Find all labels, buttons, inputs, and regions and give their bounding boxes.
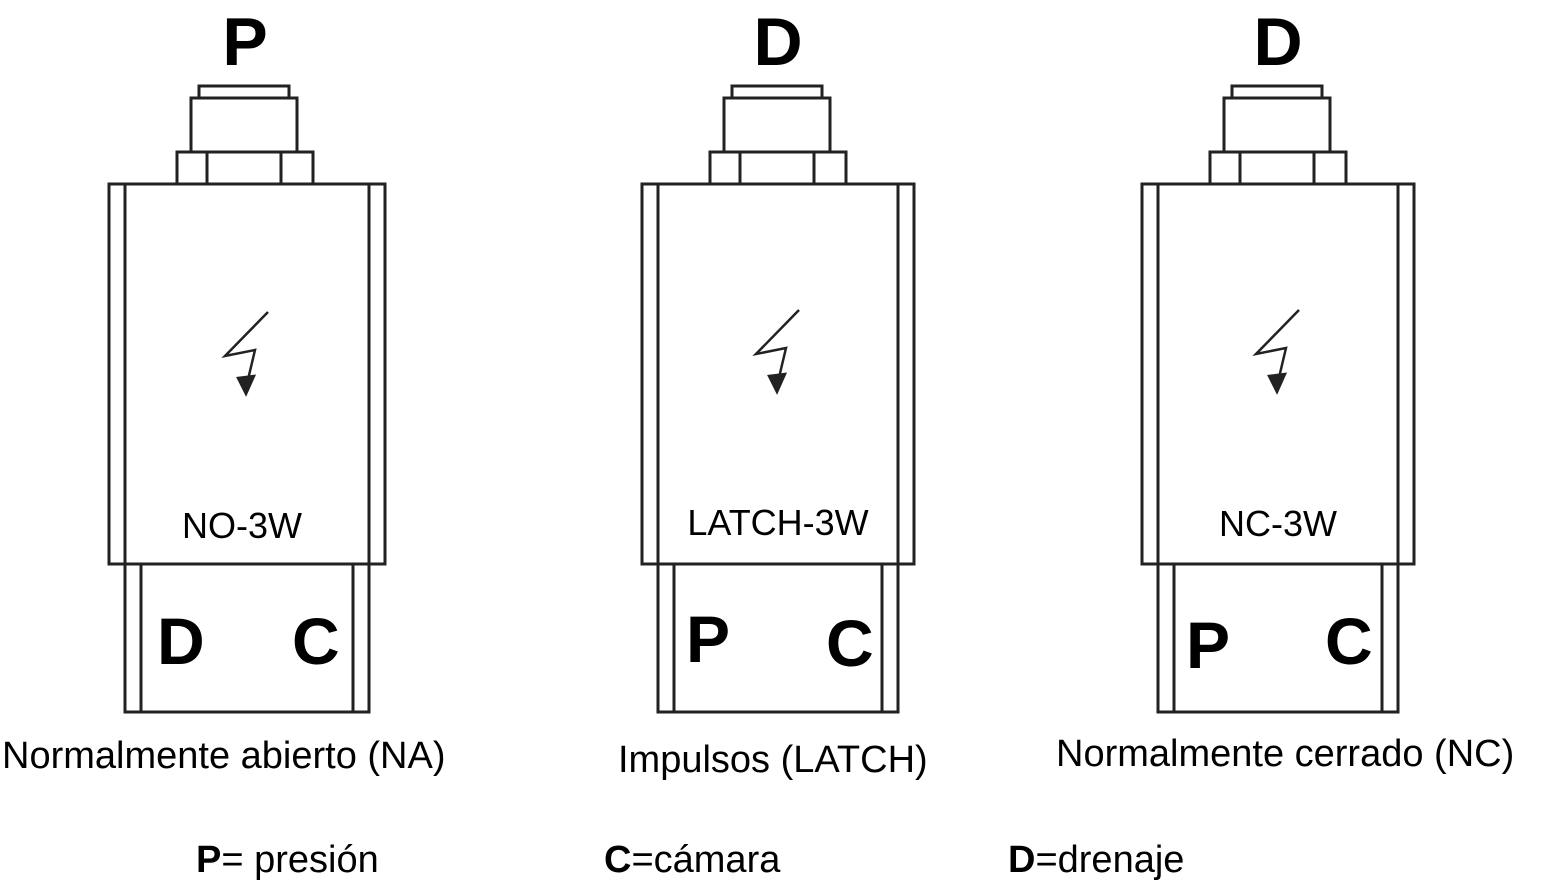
left-port-label: P [1186, 608, 1231, 682]
valve-body-outline [1140, 84, 1416, 714]
legend-chamber: C=cámara [604, 838, 780, 882]
right-port-label: C [826, 606, 874, 680]
legend-pressure: P= presión [196, 838, 379, 882]
left-port-label: P [686, 602, 731, 676]
valve-body-outline [107, 84, 387, 714]
legend-key: D [1008, 839, 1036, 881]
top-port-label: D [1253, 4, 1303, 80]
model-label: LATCH-3W [687, 502, 869, 543]
valve-body-outline [640, 84, 916, 714]
lightning-bolt-icon [221, 311, 269, 397]
legend-drain: D=drenaje [1008, 838, 1184, 882]
legend-text: =drenaje [1035, 839, 1185, 881]
legend-text: =cámara [631, 839, 781, 881]
model-label: NO-3W [182, 505, 302, 546]
valve-no-3w: P NO-3W D C [80, 0, 410, 720]
legend-text: = presión [221, 839, 379, 881]
lightning-bolt-icon [752, 309, 800, 395]
caption-latch: Impulsos (LATCH) [618, 739, 928, 781]
legend-key: P [196, 839, 222, 881]
valve-latch-3w: D LATCH-3W P C [613, 0, 943, 720]
right-port-label: C [1325, 604, 1373, 678]
valve-nc-3w: D NC-3W P C [1113, 0, 1443, 720]
right-port-label: C [292, 604, 340, 678]
top-port-label: P [222, 4, 268, 80]
caption-normally-closed: Normalmente cerrado (NC) [1056, 733, 1515, 775]
legend-key: C [604, 839, 632, 881]
top-port-label: D [753, 4, 803, 80]
lightning-bolt-icon [1252, 309, 1300, 395]
model-label: NC-3W [1219, 503, 1337, 544]
left-port-label: D [157, 604, 205, 678]
caption-normally-open: Normalmente abierto (NA) [2, 735, 446, 777]
